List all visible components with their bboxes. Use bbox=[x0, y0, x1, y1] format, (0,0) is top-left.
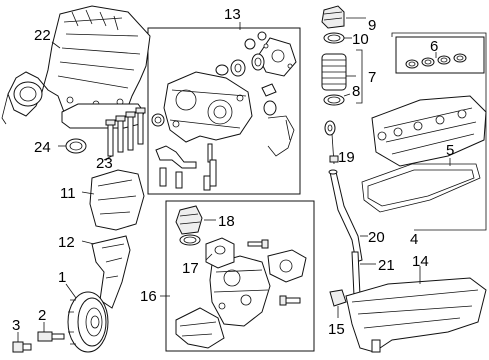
gasket-ring[interactable] bbox=[58, 138, 87, 154]
dipstick-tube[interactable] bbox=[328, 169, 368, 263]
intake-manifold[interactable] bbox=[1, 5, 151, 129]
box-4-valve-cover-group bbox=[395, 36, 485, 74]
heat-shield[interactable] bbox=[175, 307, 225, 349]
callout-16: 16 bbox=[140, 288, 157, 305]
callout-18: 18 bbox=[218, 213, 235, 230]
bracket-4 bbox=[391, 32, 487, 231]
callout-2: 2 bbox=[38, 307, 46, 324]
filter-adapter[interactable] bbox=[205, 237, 235, 269]
callout-22: 22 bbox=[34, 27, 51, 44]
drain-plug[interactable] bbox=[329, 289, 347, 318]
callout-8: 8 bbox=[352, 83, 360, 100]
callout-12: 12 bbox=[58, 234, 75, 251]
callout-5: 5 bbox=[446, 142, 454, 159]
bolt-3[interactable] bbox=[12, 332, 32, 353]
dipstick-handle[interactable] bbox=[324, 120, 339, 165]
deflector-shield[interactable] bbox=[81, 235, 131, 309]
housing-bolts[interactable] bbox=[247, 239, 301, 306]
oil-fill-cap[interactable] bbox=[321, 5, 366, 29]
callout-15: 15 bbox=[328, 321, 345, 338]
oil-filter-cartridge[interactable] bbox=[321, 53, 356, 91]
oil-pump-assembly[interactable] bbox=[163, 71, 253, 143]
callout-6: 6 bbox=[430, 38, 438, 55]
oil-pan[interactable] bbox=[345, 266, 487, 353]
pump-small-parts[interactable] bbox=[151, 31, 295, 157]
callout-10: 10 bbox=[352, 31, 369, 48]
pump-gear-plate[interactable] bbox=[257, 37, 297, 77]
callout-23: 23 bbox=[96, 155, 113, 172]
lead-17 bbox=[205, 253, 213, 261]
callout-9: 9 bbox=[368, 17, 376, 34]
box-13-oil-pump-group bbox=[147, 27, 301, 195]
callout-17: 17 bbox=[182, 260, 199, 277]
box-16-oil-filter-group bbox=[165, 200, 315, 352]
callout-21: 21 bbox=[378, 257, 395, 274]
lead-22 bbox=[51, 41, 61, 49]
callout-3: 3 bbox=[12, 317, 20, 334]
filter-cap[interactable] bbox=[175, 205, 216, 246]
bracket-7 bbox=[356, 49, 363, 104]
callout-13: 13 bbox=[224, 6, 241, 23]
valve-cover-gasket[interactable] bbox=[361, 158, 481, 213]
callout-1: 1 bbox=[58, 269, 66, 286]
callout-4: 4 bbox=[410, 231, 418, 248]
crankshaft-balancer[interactable] bbox=[65, 283, 109, 353]
callout-19: 19 bbox=[338, 149, 355, 166]
callout-7: 7 bbox=[368, 69, 376, 86]
oil-cap-seal[interactable] bbox=[323, 32, 352, 44]
callout-24: 24 bbox=[34, 139, 51, 156]
manifold-bolts[interactable] bbox=[103, 107, 146, 161]
spark-plug-tube-seals[interactable] bbox=[405, 52, 467, 69]
callout-11: 11 bbox=[60, 185, 76, 202]
balancer-bolt[interactable] bbox=[37, 322, 65, 342]
filter-o-ring[interactable] bbox=[323, 93, 351, 106]
callout-20: 20 bbox=[368, 229, 385, 246]
valve-cover[interactable] bbox=[371, 95, 487, 167]
timing-cover[interactable] bbox=[81, 169, 145, 231]
callout-14: 14 bbox=[412, 253, 429, 270]
oil-filter-housing[interactable] bbox=[209, 255, 271, 327]
oil-pickup-tube[interactable] bbox=[155, 143, 217, 191]
housing-bracket[interactable] bbox=[267, 249, 307, 283]
